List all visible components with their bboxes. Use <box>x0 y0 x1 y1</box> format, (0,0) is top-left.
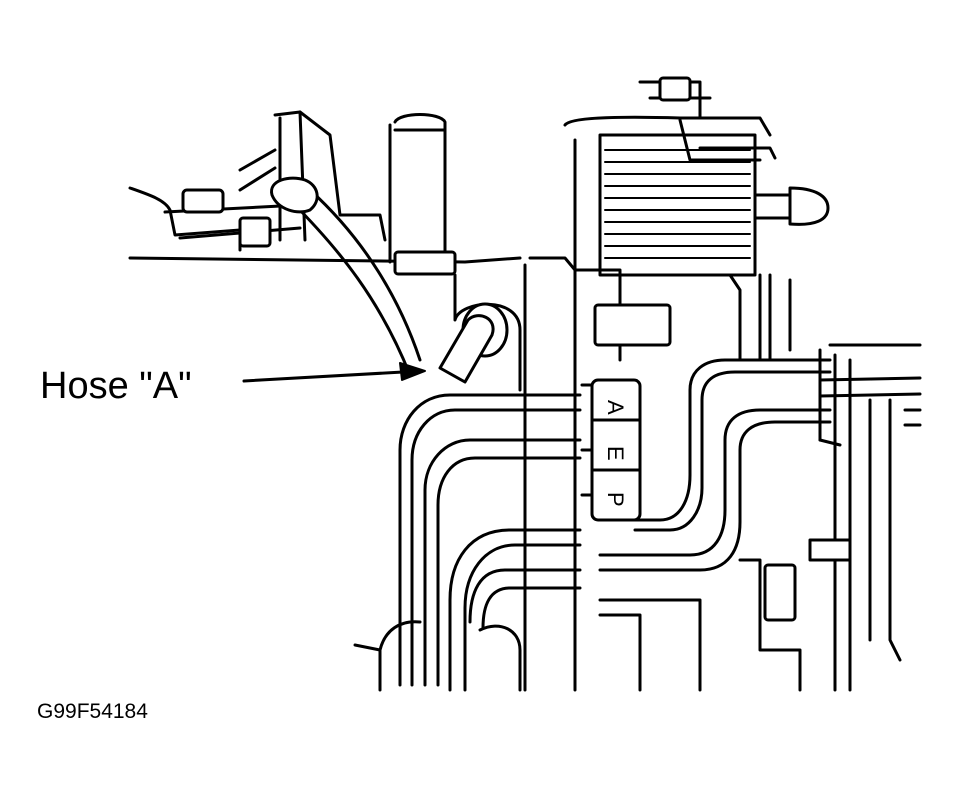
engine-surface-line <box>128 256 522 264</box>
right-rail <box>808 343 922 692</box>
vertical-post <box>388 113 457 276</box>
port-label-p: P <box>603 492 628 507</box>
port-manifold <box>580 378 642 522</box>
callout-arrow <box>242 362 426 383</box>
port-label-e: E <box>603 446 628 461</box>
hose-a-label: Hose "A" <box>40 365 192 407</box>
hose-a <box>270 176 495 384</box>
left-bracket <box>128 110 387 252</box>
port-label-a: A <box>603 400 628 415</box>
vacuum-lines-right <box>598 358 832 692</box>
figure-id: G99F54184 <box>37 700 148 723</box>
finned-component <box>563 76 830 322</box>
vacuum-lines-left <box>353 393 582 692</box>
